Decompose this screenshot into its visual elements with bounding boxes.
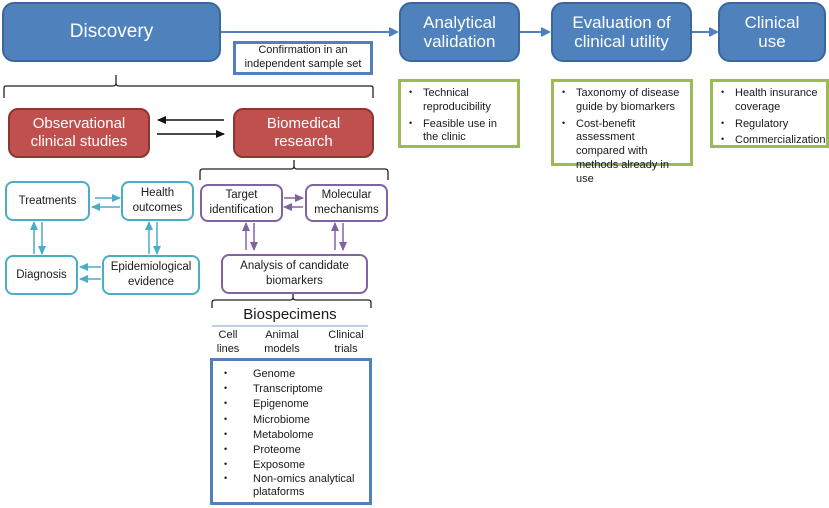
source-clinical-trials: Clinical trials <box>328 329 364 355</box>
observational-clinical-studies[interactable]: Observational clinical studies <box>8 108 150 158</box>
node-diagnosis[interactable]: Diagnosis <box>5 255 78 295</box>
node-epidemiological-label: Epidemiological evidence <box>110 261 192 288</box>
criteria-analytical-validation: Technical reproducibility Feasible use i… <box>398 79 520 148</box>
omics-item: Transcriptome <box>219 382 363 397</box>
criteria-item: Feasible use in the clinic <box>407 118 511 146</box>
criteria-item: Commercialization <box>719 134 825 148</box>
stage-clinical-utility[interactable]: Evaluation of clinical utility <box>551 2 692 62</box>
source-cell-lines: Cell lines <box>216 329 240 355</box>
stage-analytical-validation-label: Analytical validation <box>423 12 496 51</box>
confirmation-note: Confirmation in an independent sample se… <box>233 41 373 75</box>
source-animal-models: Animal models <box>264 329 300 355</box>
node-treatments[interactable]: Treatments <box>5 181 90 221</box>
node-analysis-candidate-biomarkers[interactable]: Analysis of candidate biomarkers <box>221 254 368 294</box>
node-health-outcomes-label: Health outcomes <box>132 187 183 214</box>
criteria-item: Taxonomy of disease guide by biomarkers <box>560 87 684 115</box>
biomedical-title: Biomedical research <box>266 115 341 150</box>
node-target-identification[interactable]: Target identification <box>200 184 283 222</box>
discovery-brace <box>3 75 374 98</box>
criteria-item: Cost-benefit assessment compared with me… <box>560 118 684 187</box>
node-molecular-mechanisms[interactable]: Molecular mechanisms <box>305 184 388 222</box>
omics-item: Genome <box>219 367 363 382</box>
node-target-label: Target identification <box>209 189 274 216</box>
node-treatments-label: Treatments <box>18 194 77 207</box>
stage-discovery[interactable]: Discovery <box>2 2 221 62</box>
omics-item: Microbiome <box>219 413 363 428</box>
stage-discovery-label: Discovery <box>69 21 154 43</box>
stage-clinical-utility-label: Evaluation of clinical utility <box>572 12 671 51</box>
stage-clinical-use[interactable]: Clinical use <box>718 2 826 62</box>
biospecimens-brace <box>211 292 372 308</box>
biospecimens-title: Biospecimens <box>243 306 337 323</box>
observational-title: Observational clinical studies <box>30 115 128 150</box>
omics-item: Non-omics analytical plataforms <box>219 473 363 499</box>
biomedical-brace <box>199 160 389 180</box>
stage-clinical-use-label: Clinical use <box>744 12 800 51</box>
omics-item: Metabolome <box>219 428 363 443</box>
node-analysis-label: Analysis of candidate biomarkers <box>240 260 349 287</box>
criteria-item: Regulatory <box>719 118 820 132</box>
omics-list-box: Genome Transcriptome Epigenome Microbiom… <box>210 358 372 505</box>
omics-item: Proteome <box>219 443 363 458</box>
criteria-item: Technical reproducibility <box>407 87 511 115</box>
node-diagnosis-label: Diagnosis <box>16 268 67 281</box>
omics-item: Epigenome <box>219 397 363 412</box>
criteria-clinical-use: Health insurance coverage Regulatory Com… <box>710 79 829 148</box>
stage-analytical-validation[interactable]: Analytical validation <box>399 2 520 62</box>
criteria-item: Health insurance coverage <box>719 87 820 115</box>
biomedical-research[interactable]: Biomedical research <box>233 108 374 158</box>
criteria-clinical-utility: Taxonomy of disease guide by biomarkers … <box>551 79 693 185</box>
node-molecular-label: Molecular mechanisms <box>314 189 379 216</box>
confirmation-note-text: Confirmation in an independent sample se… <box>244 44 362 70</box>
node-health-outcomes[interactable]: Health outcomes <box>121 181 194 221</box>
omics-item: Exposome <box>219 458 363 473</box>
node-epidemiological-evidence[interactable]: Epidemiological evidence <box>102 255 200 295</box>
